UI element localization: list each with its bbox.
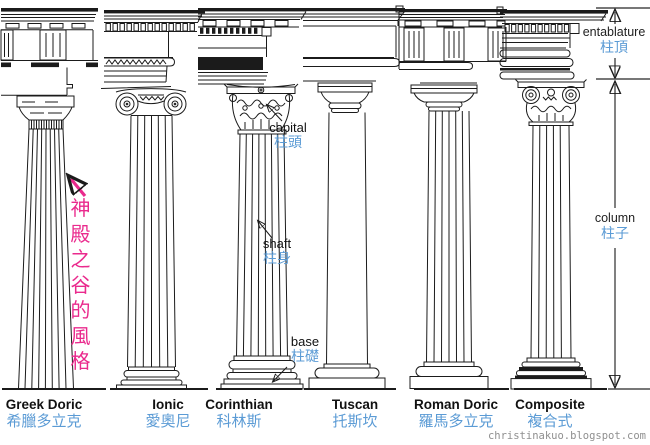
label-tuscan: Tuscan 托斯坎 [300, 397, 410, 430]
column-measure-label: column 柱子 [583, 211, 647, 241]
order-name-en: Tuscan [331, 397, 379, 412]
entablature-measure-label: entablature 柱頂 [578, 25, 650, 55]
order-name-zh: 科林斯 [216, 413, 262, 430]
label-ionic: Ionic 愛奧尼 [113, 397, 223, 430]
order-name-zh: 複合式 [527, 413, 573, 430]
label-greek-doric: Greek Doric 希臘多立克 [0, 397, 99, 430]
shaft-callout-en: shaft [262, 236, 292, 251]
order-name-zh: 托斯坎 [332, 413, 378, 430]
callout-base: base 柱礎 [280, 335, 330, 364]
corinthian-illustration [198, 8, 307, 390]
column-label-zh: 柱子 [601, 225, 629, 241]
base-arrow [274, 366, 288, 381]
shaft-arrow [259, 222, 273, 239]
measure-arrows [596, 7, 650, 390]
callout-arrows [259, 106, 288, 382]
greek-doric-illustration [0, 8, 106, 390]
watermark: christinakuo.blogspot.com [487, 430, 646, 442]
order-name-en: Roman Doric [413, 397, 498, 412]
order-name-zh: 希臘多立克 [6, 413, 82, 430]
label-composite: Composite 複合式 [495, 397, 605, 430]
order-name-en: Corinthian [205, 397, 273, 412]
capital-callout-zh: 柱頭 [274, 134, 302, 150]
label-roman-doric: Roman Doric 羅馬多立克 [401, 397, 511, 430]
base-callout-zh: 柱礎 [291, 348, 319, 364]
order-name-en: Ionic [152, 397, 184, 412]
handwritten-note: 神殿之谷的風格 [70, 198, 91, 373]
pink-annotation-arrow [71, 179, 85, 198]
callout-capital: capital 柱頭 [262, 121, 314, 150]
capital-callout-en: capital [269, 120, 307, 135]
tuscan-illustration [303, 8, 406, 390]
column-label-en: column [594, 211, 636, 225]
order-name-zh: 羅馬多立克 [418, 413, 494, 430]
roman-doric-illustration [395, 5, 509, 390]
entablature-label-en: entablature [582, 25, 646, 39]
label-corinthian: Corinthian 科林斯 [184, 397, 294, 430]
base-callout-en: base [290, 334, 320, 349]
capital-arrow [268, 106, 283, 122]
order-name-zh: 愛奧尼 [145, 413, 191, 430]
ionic-illustration [100, 10, 208, 390]
entablature-label-zh: 柱頂 [600, 39, 628, 55]
order-name-en: Greek Doric [5, 397, 83, 412]
callout-shaft: shaft 柱身 [254, 237, 300, 266]
order-name-en: Composite [515, 397, 585, 412]
composite-illustration [496, 6, 608, 390]
shaft-callout-zh: 柱身 [263, 250, 291, 266]
